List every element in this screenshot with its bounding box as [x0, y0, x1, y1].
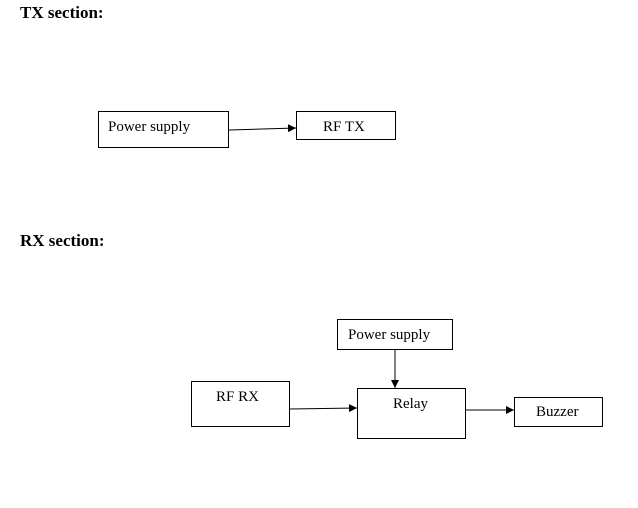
arrow-tx-power-to-rf-tx [228, 124, 297, 133]
buzzer-block: Buzzer [514, 397, 603, 427]
arrow-rf-rx-to-relay [289, 404, 358, 413]
tx-power-supply-block: Power supply [98, 111, 229, 148]
rf-rx-block: RF RX [191, 381, 290, 427]
rx-power-supply-block: Power supply [337, 319, 453, 350]
tx-section-heading: TX section: [20, 3, 104, 22]
tx-power-supply-label: Power supply [108, 119, 191, 135]
relay-label: Relay [393, 396, 428, 412]
rf-rx-label: RF RX [216, 389, 259, 405]
relay-block: Relay [357, 388, 466, 439]
rf-tx-label: RF TX [323, 119, 365, 135]
rx-section-heading: RX section: [20, 231, 105, 250]
rf-tx-block: RF TX [296, 111, 396, 140]
buzzer-label: Buzzer [536, 404, 579, 420]
rx-power-supply-label: Power supply [348, 327, 431, 343]
